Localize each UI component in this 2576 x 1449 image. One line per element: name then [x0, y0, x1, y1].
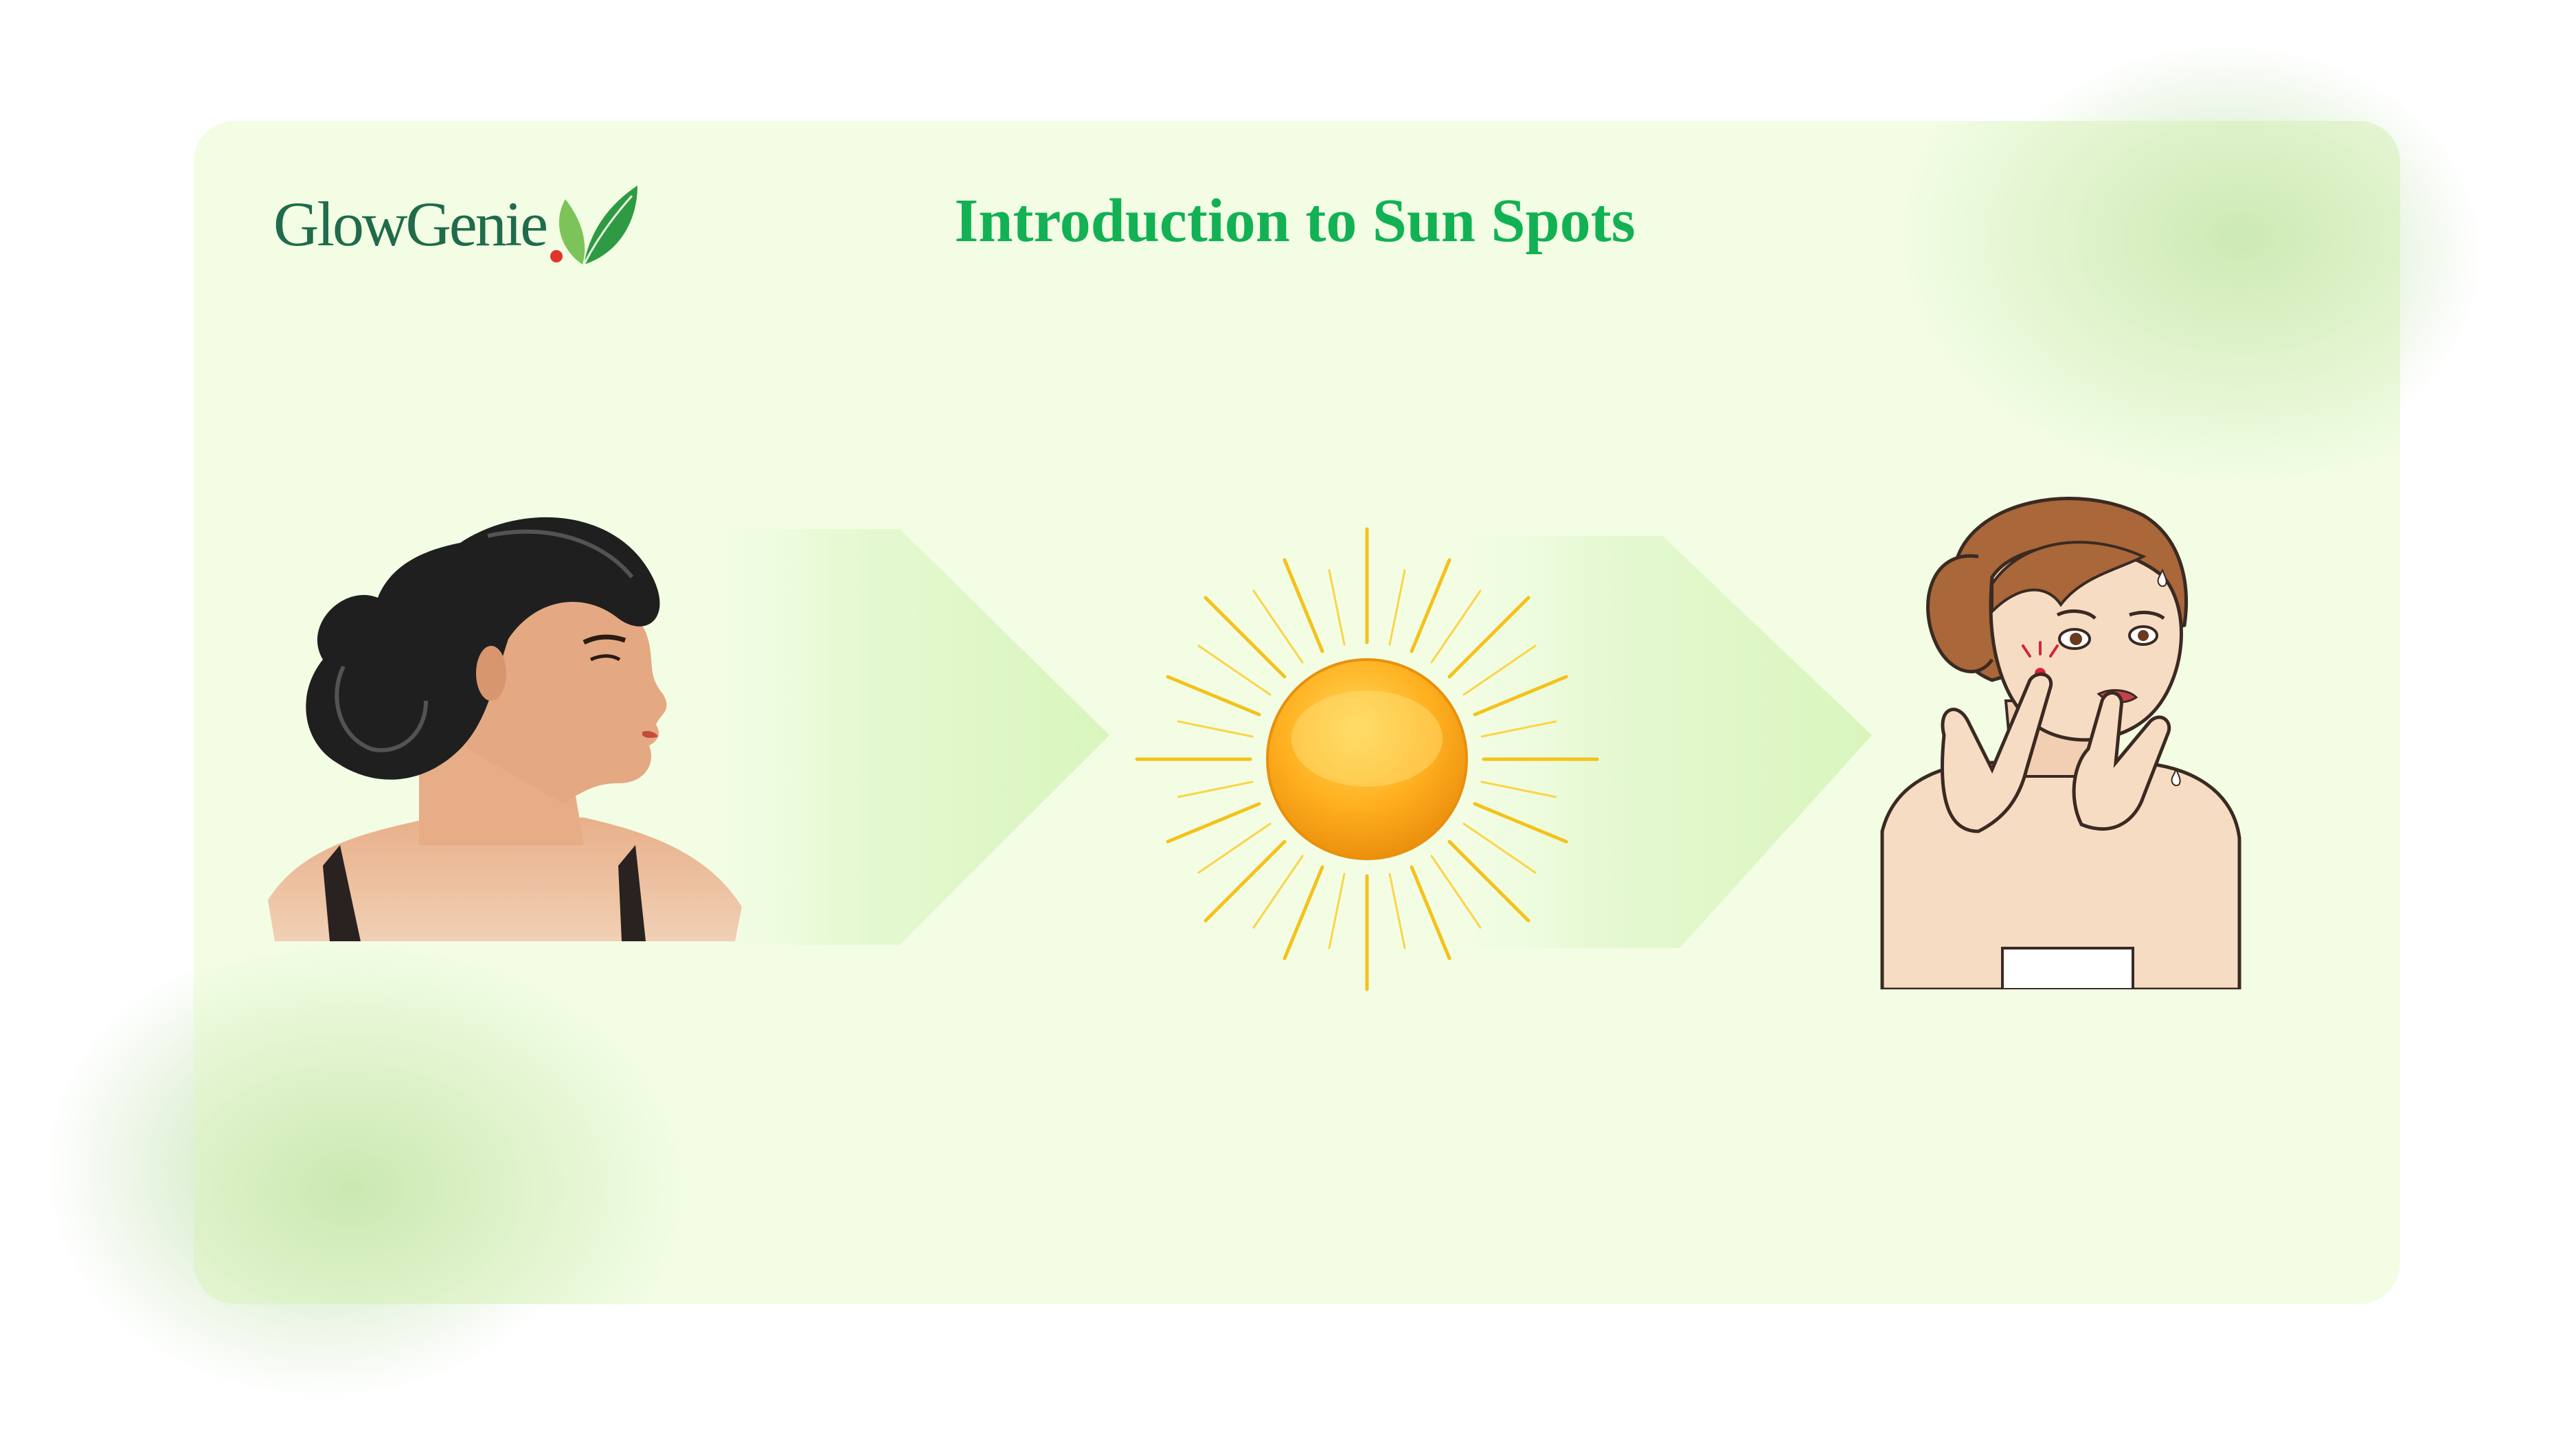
brand-name: GlowGenie [273, 189, 548, 259]
page-title: Introduction to Sun Spots [954, 187, 1636, 255]
card-glow-bottom-left [194, 921, 716, 1304]
chevron-arrow-icon [1443, 536, 1872, 948]
card-glow-top-right [1868, 121, 2400, 506]
chevron-arrow-icon [694, 529, 1109, 945]
woman-profile-illustration [268, 517, 742, 941]
girl-skin-spot-illustration [1880, 497, 2241, 989]
leaf-icon [550, 186, 637, 265]
sun-illustration [1135, 527, 1599, 991]
brand-logo: GlowGenie [273, 175, 637, 271]
